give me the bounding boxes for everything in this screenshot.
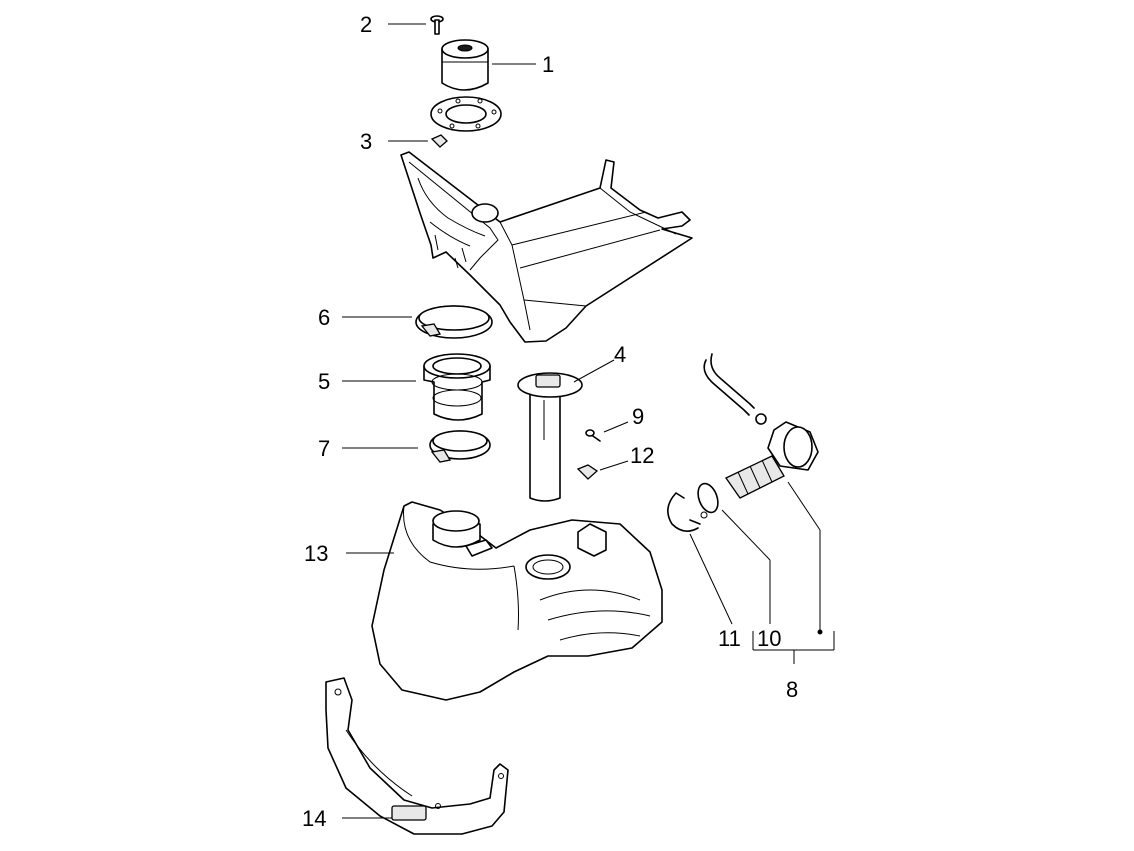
callout-2: 2 [360,12,372,37]
part-tap-clamp [667,492,708,532]
callout-8: 8 [786,677,798,702]
part-clip-small [576,464,599,480]
callout-11: 11 [718,626,741,651]
callout-5: 5 [318,369,330,394]
callout-3: 3 [360,129,372,154]
part-gasket-ring [430,96,502,132]
part-tank-cover [400,151,693,343]
callout-13: 13 [304,541,328,566]
part-screw [430,15,444,35]
callout-9: 9 [632,404,644,429]
callout-12: 12 [630,443,654,468]
part-fuel-hose [703,353,755,416]
callout-14: 14 [302,806,326,831]
part-hose-clip-small [755,413,767,425]
part-hose-clamp-upper [415,305,493,339]
callout-labels: 2 1 3 6 5 7 4 9 12 13 11 10 8 14 [302,12,798,831]
leader-lines [342,23,835,819]
part-tank-bracket [325,677,509,835]
part-fuel-tap [725,421,819,499]
part-filler-sleeve [423,353,491,421]
callout-4: 4 [614,342,626,367]
callout-10: 10 [757,626,781,651]
callout-6: 6 [318,305,330,330]
part-clip-nut [430,134,448,148]
part-screw-small [585,429,601,442]
callout-7: 7 [318,436,330,461]
part-fuel-tank [371,501,663,701]
part-fuel-level-sender [517,372,583,502]
part-o-ring [697,482,719,514]
part-hose-clamp-lower [429,430,491,463]
part-filter-cup [441,39,489,91]
callout-1: 1 [542,52,554,77]
